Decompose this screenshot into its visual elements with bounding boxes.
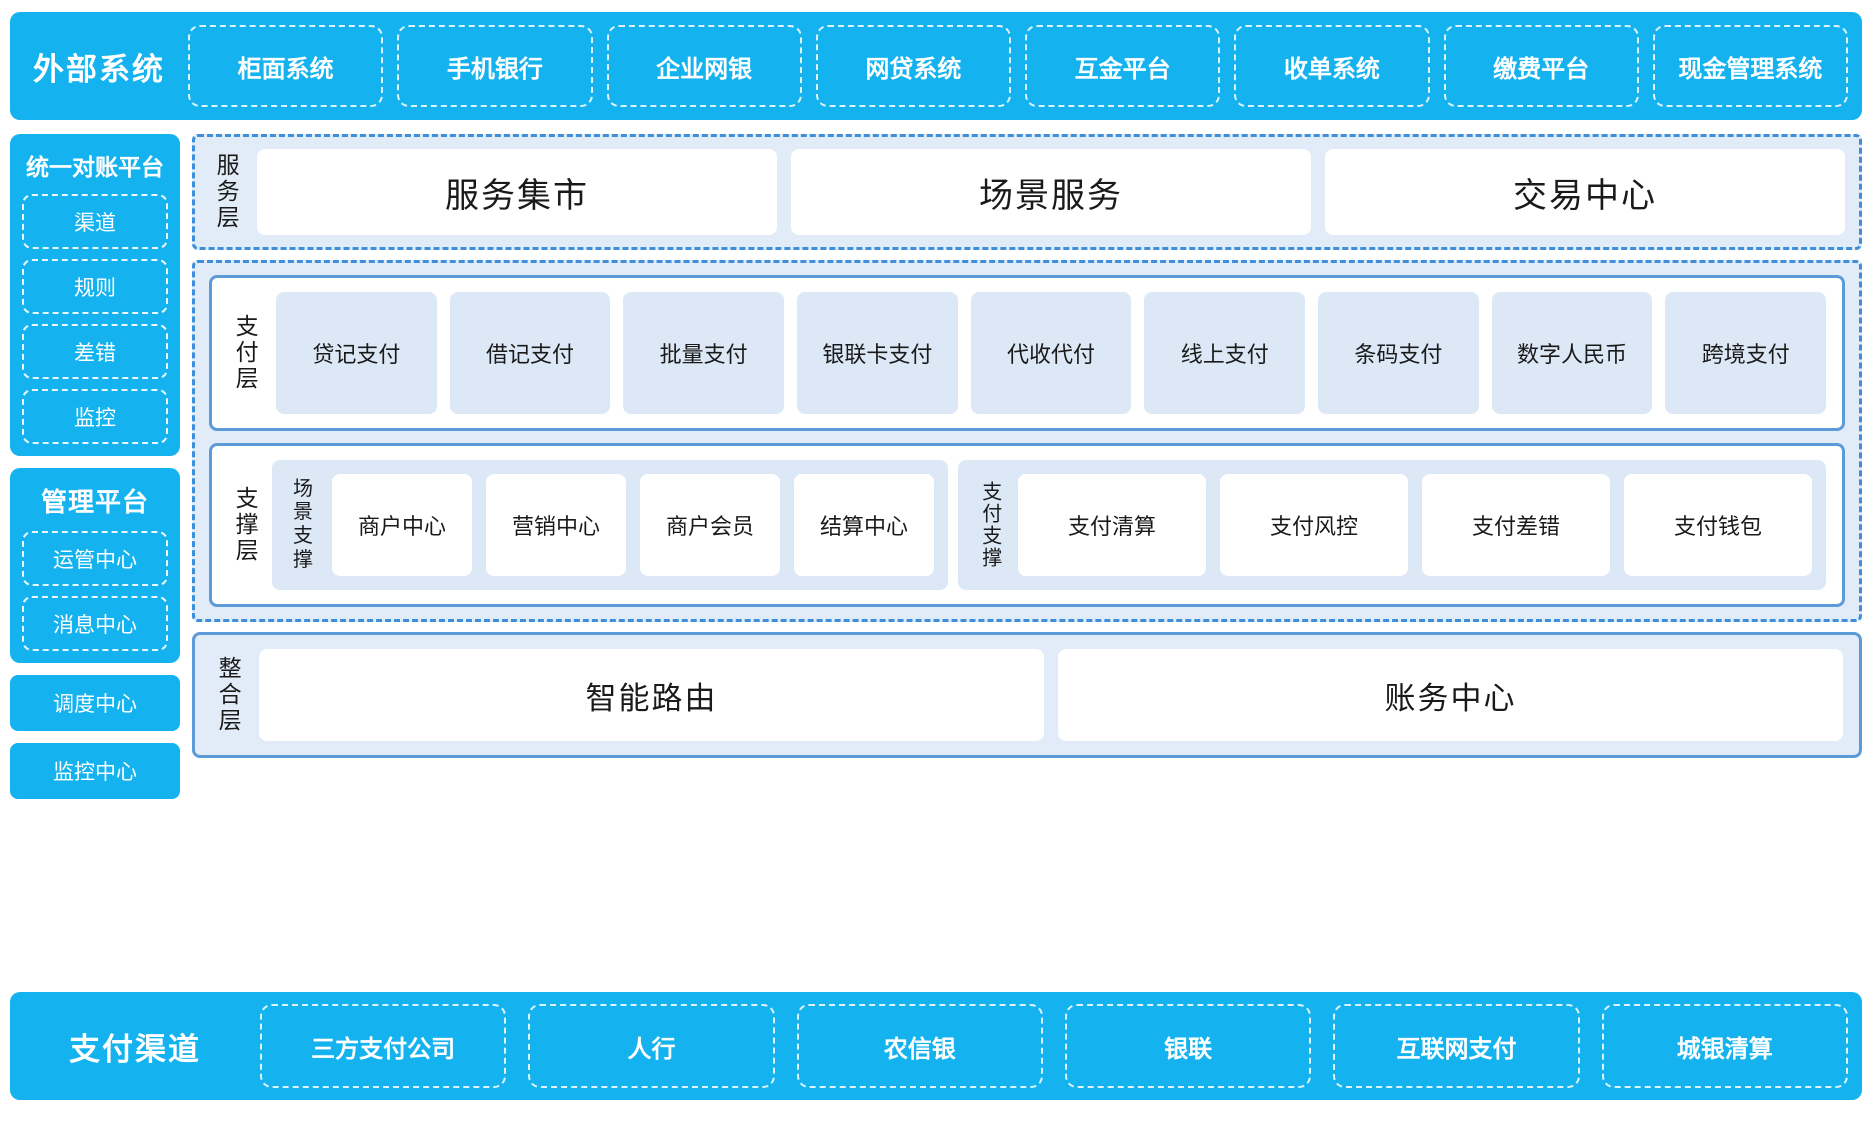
settlement-center-card[interactable]: 结算中心 bbox=[794, 474, 934, 576]
marketing-center-card[interactable]: 营销中心 bbox=[486, 474, 626, 576]
external-systems-title: 外部系统 bbox=[33, 51, 165, 87]
external-system-item[interactable]: 网贷系统 bbox=[815, 25, 1011, 107]
sidebar-item-operations-center[interactable]: 运管中心 bbox=[22, 531, 168, 586]
merchant-center-card[interactable]: 商户中心 bbox=[332, 474, 472, 576]
scenario-support-group: 场景支撑 商户中心 营销中心 商户会员 结算中心 bbox=[272, 460, 948, 590]
sidebar-item-scheduling-center[interactable]: 调度中心 bbox=[10, 675, 180, 731]
external-system-item[interactable]: 缴费平台 bbox=[1443, 25, 1639, 107]
external-system-item[interactable]: 柜面系统 bbox=[188, 25, 384, 107]
payment-risk-control-card[interactable]: 支付风控 bbox=[1220, 474, 1408, 576]
accounting-center-card[interactable]: 账务中心 bbox=[1058, 649, 1843, 741]
payment-layer-label: 支付层 bbox=[232, 314, 259, 392]
transaction-center-card[interactable]: 交易中心 bbox=[1325, 149, 1845, 235]
support-layer-label: 支撑层 bbox=[232, 486, 259, 564]
payment-channel-title: 支付渠道 bbox=[69, 1031, 201, 1067]
external-systems-bar: 外部系统 柜面系统 手机银行 企业网银 网贷系统 互金平台 收单系统 缴费平台 … bbox=[10, 12, 1862, 120]
sidebar-item-errors[interactable]: 差错 bbox=[22, 324, 168, 379]
payment-error-card[interactable]: 支付差错 bbox=[1422, 474, 1610, 576]
payment-item-unionpay-card[interactable]: 银联卡支付 bbox=[797, 292, 958, 414]
external-system-item[interactable]: 互金平台 bbox=[1025, 25, 1221, 107]
management-platform-title: 管理平台 bbox=[40, 487, 149, 517]
channel-item-city-bank-clearing[interactable]: 城银清算 bbox=[1601, 1004, 1848, 1088]
integration-layer-panel: 整合层 智能路由 账务中心 bbox=[192, 632, 1862, 758]
sidebar-item-monitor[interactable]: 监控 bbox=[22, 389, 168, 444]
scenario-support-label: 场景支撑 bbox=[293, 477, 313, 571]
channel-item-pboc[interactable]: 人行 bbox=[528, 1004, 775, 1088]
integration-layer-label: 整合层 bbox=[215, 656, 242, 734]
payment-item-batch[interactable]: 批量支付 bbox=[623, 292, 785, 414]
payment-support-label: 支付支撑 bbox=[978, 481, 1001, 569]
external-systems-list: 柜面系统 手机银行 企业网银 网贷系统 互金平台 收单系统 缴费平台 现金管理系… bbox=[188, 25, 1848, 107]
channel-item-rcc[interactable]: 农信银 bbox=[796, 1004, 1043, 1088]
merchant-member-card[interactable]: 商户会员 bbox=[640, 474, 780, 576]
support-layer-row: 支撑层 场景支撑 商户中心 营销中心 商户会员 结算中心 支付支撑 bbox=[228, 460, 1826, 590]
reconciliation-platform-card: 统一对账平台 渠道 规则 差错 监控 bbox=[10, 134, 180, 456]
management-platform-card: 管理平台 运管中心 消息中心 bbox=[10, 468, 180, 663]
scenario-service-card[interactable]: 场景服务 bbox=[791, 149, 1311, 235]
payment-item-cross-border[interactable]: 跨境支付 bbox=[1665, 292, 1827, 414]
main-layers-column: 服务层 服务集市 场景服务 交易中心 支付层 贷记支付 借记支付 批量支付 bbox=[192, 134, 1862, 978]
payment-layer-items: 贷记支付 借记支付 批量支付 银联卡支付 代收代付 线上支付 条码支付 数字人民… bbox=[276, 292, 1827, 414]
channel-item-internet-payment[interactable]: 互联网支付 bbox=[1333, 1004, 1580, 1088]
payment-layer-panel: 支付层 贷记支付 借记支付 批量支付 银联卡支付 代收代付 线上支付 条码支付 … bbox=[209, 275, 1845, 431]
sidebar-item-monitoring-center[interactable]: 监控中心 bbox=[10, 743, 180, 799]
payment-wallet-card[interactable]: 支付钱包 bbox=[1624, 474, 1812, 576]
payment-item-digital-rmb[interactable]: 数字人民币 bbox=[1491, 292, 1653, 414]
payment-channel-bar: 支付渠道 三方支付公司 人行 农信银 银联 互联网支付 城银清算 bbox=[10, 992, 1862, 1100]
external-system-item[interactable]: 手机银行 bbox=[397, 25, 593, 107]
payment-clearing-card[interactable]: 支付清算 bbox=[1018, 474, 1206, 576]
left-sidebar: 统一对账平台 渠道 规则 差错 监控 管理平台 运管中心 消息中心 调度中心 监… bbox=[10, 134, 180, 799]
service-layer-group: 服务层 服务集市 场景服务 交易中心 bbox=[192, 134, 1862, 250]
payment-item-credit[interactable]: 贷记支付 bbox=[276, 292, 437, 414]
service-market-card[interactable]: 服务集市 bbox=[257, 149, 777, 235]
payment-item-collection-payment[interactable]: 代收代付 bbox=[970, 292, 1132, 414]
payment-item-barcode[interactable]: 条码支付 bbox=[1318, 292, 1479, 414]
payment-support-group: 支付层 贷记支付 借记支付 批量支付 银联卡支付 代收代付 线上支付 条码支付 … bbox=[192, 260, 1862, 622]
scenario-support-cards: 商户中心 营销中心 商户会员 结算中心 bbox=[332, 474, 934, 576]
smart-routing-card[interactable]: 智能路由 bbox=[259, 649, 1044, 741]
support-layer-panel: 支撑层 场景支撑 商户中心 营销中心 商户会员 结算中心 支付支撑 bbox=[209, 443, 1845, 607]
payment-item-debit[interactable]: 借记支付 bbox=[449, 292, 611, 414]
payment-layer-row: 支付层 贷记支付 借记支付 批量支付 银联卡支付 代收代付 线上支付 条码支付 … bbox=[228, 292, 1827, 414]
channel-item-third-party[interactable]: 三方支付公司 bbox=[260, 1004, 507, 1088]
external-system-item[interactable]: 收单系统 bbox=[1234, 25, 1430, 107]
external-system-item[interactable]: 现金管理系统 bbox=[1652, 25, 1848, 107]
channel-item-unionpay[interactable]: 银联 bbox=[1064, 1004, 1312, 1088]
payment-channel-list: 三方支付公司 人行 农信银 银联 互联网支付 城银清算 bbox=[260, 1004, 1848, 1088]
middle-region: 统一对账平台 渠道 规则 差错 监控 管理平台 运管中心 消息中心 调度中心 监… bbox=[10, 134, 1862, 978]
payment-item-online[interactable]: 线上支付 bbox=[1144, 292, 1306, 414]
service-layer-row: 服务层 服务集市 场景服务 交易中心 bbox=[209, 149, 1845, 235]
sidebar-item-channel[interactable]: 渠道 bbox=[22, 194, 168, 249]
reconciliation-platform-title: 统一对账平台 bbox=[26, 154, 164, 180]
sidebar-item-message-center[interactable]: 消息中心 bbox=[22, 596, 168, 651]
payment-support-subgroup: 支付支撑 支付清算 支付风控 支付差错 支付钱包 bbox=[958, 460, 1826, 590]
service-layer-label: 服务层 bbox=[213, 153, 240, 231]
payment-support-cards: 支付清算 支付风控 支付差错 支付钱包 bbox=[1018, 474, 1812, 576]
external-system-item[interactable]: 企业网银 bbox=[606, 25, 802, 107]
sidebar-item-rules[interactable]: 规则 bbox=[22, 259, 168, 314]
